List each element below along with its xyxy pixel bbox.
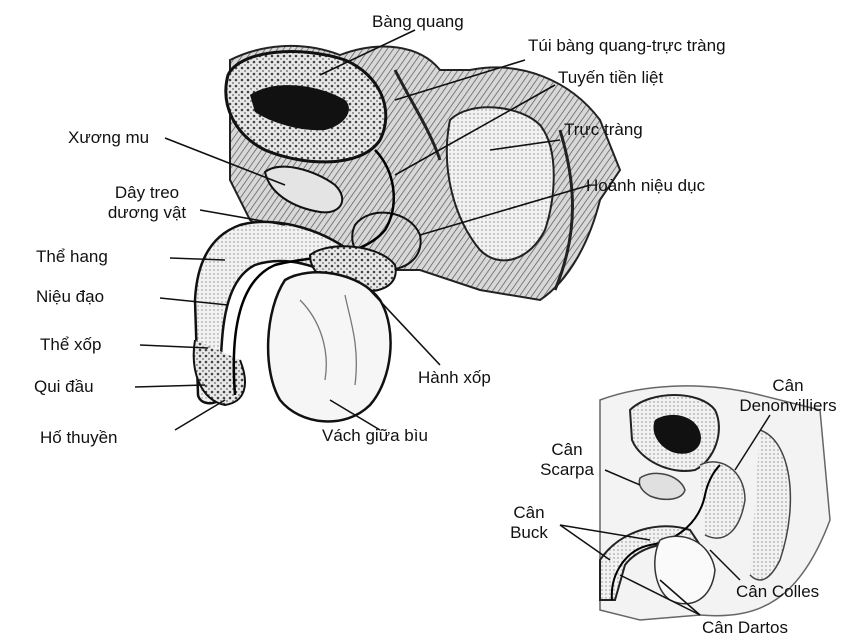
label-can-denonvilliers-line1: Cân: [718, 376, 858, 396]
leader-ho-thuyen: [175, 400, 225, 430]
label-can-buck: Cân Buck: [498, 503, 560, 543]
label-can-colles: Cân Colles: [736, 582, 819, 602]
label-tuyen-tien-liet: Tuyến tiền liệt: [558, 68, 663, 88]
label-the-hang: Thể hang: [36, 247, 108, 267]
leader-qui-dau: [135, 385, 205, 387]
label-can-scarpa-line2: Scarpa: [532, 460, 602, 480]
label-can-dartos: Cân Dartos: [702, 618, 788, 638]
label-hanh-xop: Hành xốp: [418, 368, 491, 388]
label-can-buck-line1: Cân: [498, 503, 560, 523]
label-can-denonvilliers: Cân Denonvilliers: [718, 376, 858, 416]
label-bang-quang: Bàng quang: [372, 12, 464, 32]
label-qui-dau: Qui đầu: [34, 377, 94, 397]
label-ho-thuyen: Hố thuyền: [40, 428, 118, 448]
label-vach-giua-biu: Vách giữa bìu: [322, 426, 428, 446]
scrotum: [268, 272, 390, 421]
label-the-xop: Thể xốp: [40, 335, 101, 355]
label-truc-trang: Trực tràng: [564, 120, 643, 140]
label-can-scarpa-line1: Cân: [532, 440, 602, 460]
main-section: [194, 46, 620, 421]
label-tui-bang-quang-truc-trang: Túi bàng quang-trực tràng: [528, 36, 726, 56]
label-nieu-dao: Niệu đạo: [36, 287, 104, 307]
label-hoanh-nieu-duc: Hoành niệu dục: [586, 176, 705, 196]
label-xuong-mu: Xương mu: [68, 128, 149, 148]
label-can-scarpa: Cân Scarpa: [532, 440, 602, 480]
label-day-treo-line2: dương vật: [88, 203, 206, 223]
label-day-treo-line1: Dây treo: [88, 183, 206, 203]
label-day-treo: Dây treo dương vật: [88, 183, 206, 223]
label-can-buck-line2: Buck: [498, 523, 560, 543]
label-can-denonvilliers-line2: Denonvilliers: [718, 396, 858, 416]
